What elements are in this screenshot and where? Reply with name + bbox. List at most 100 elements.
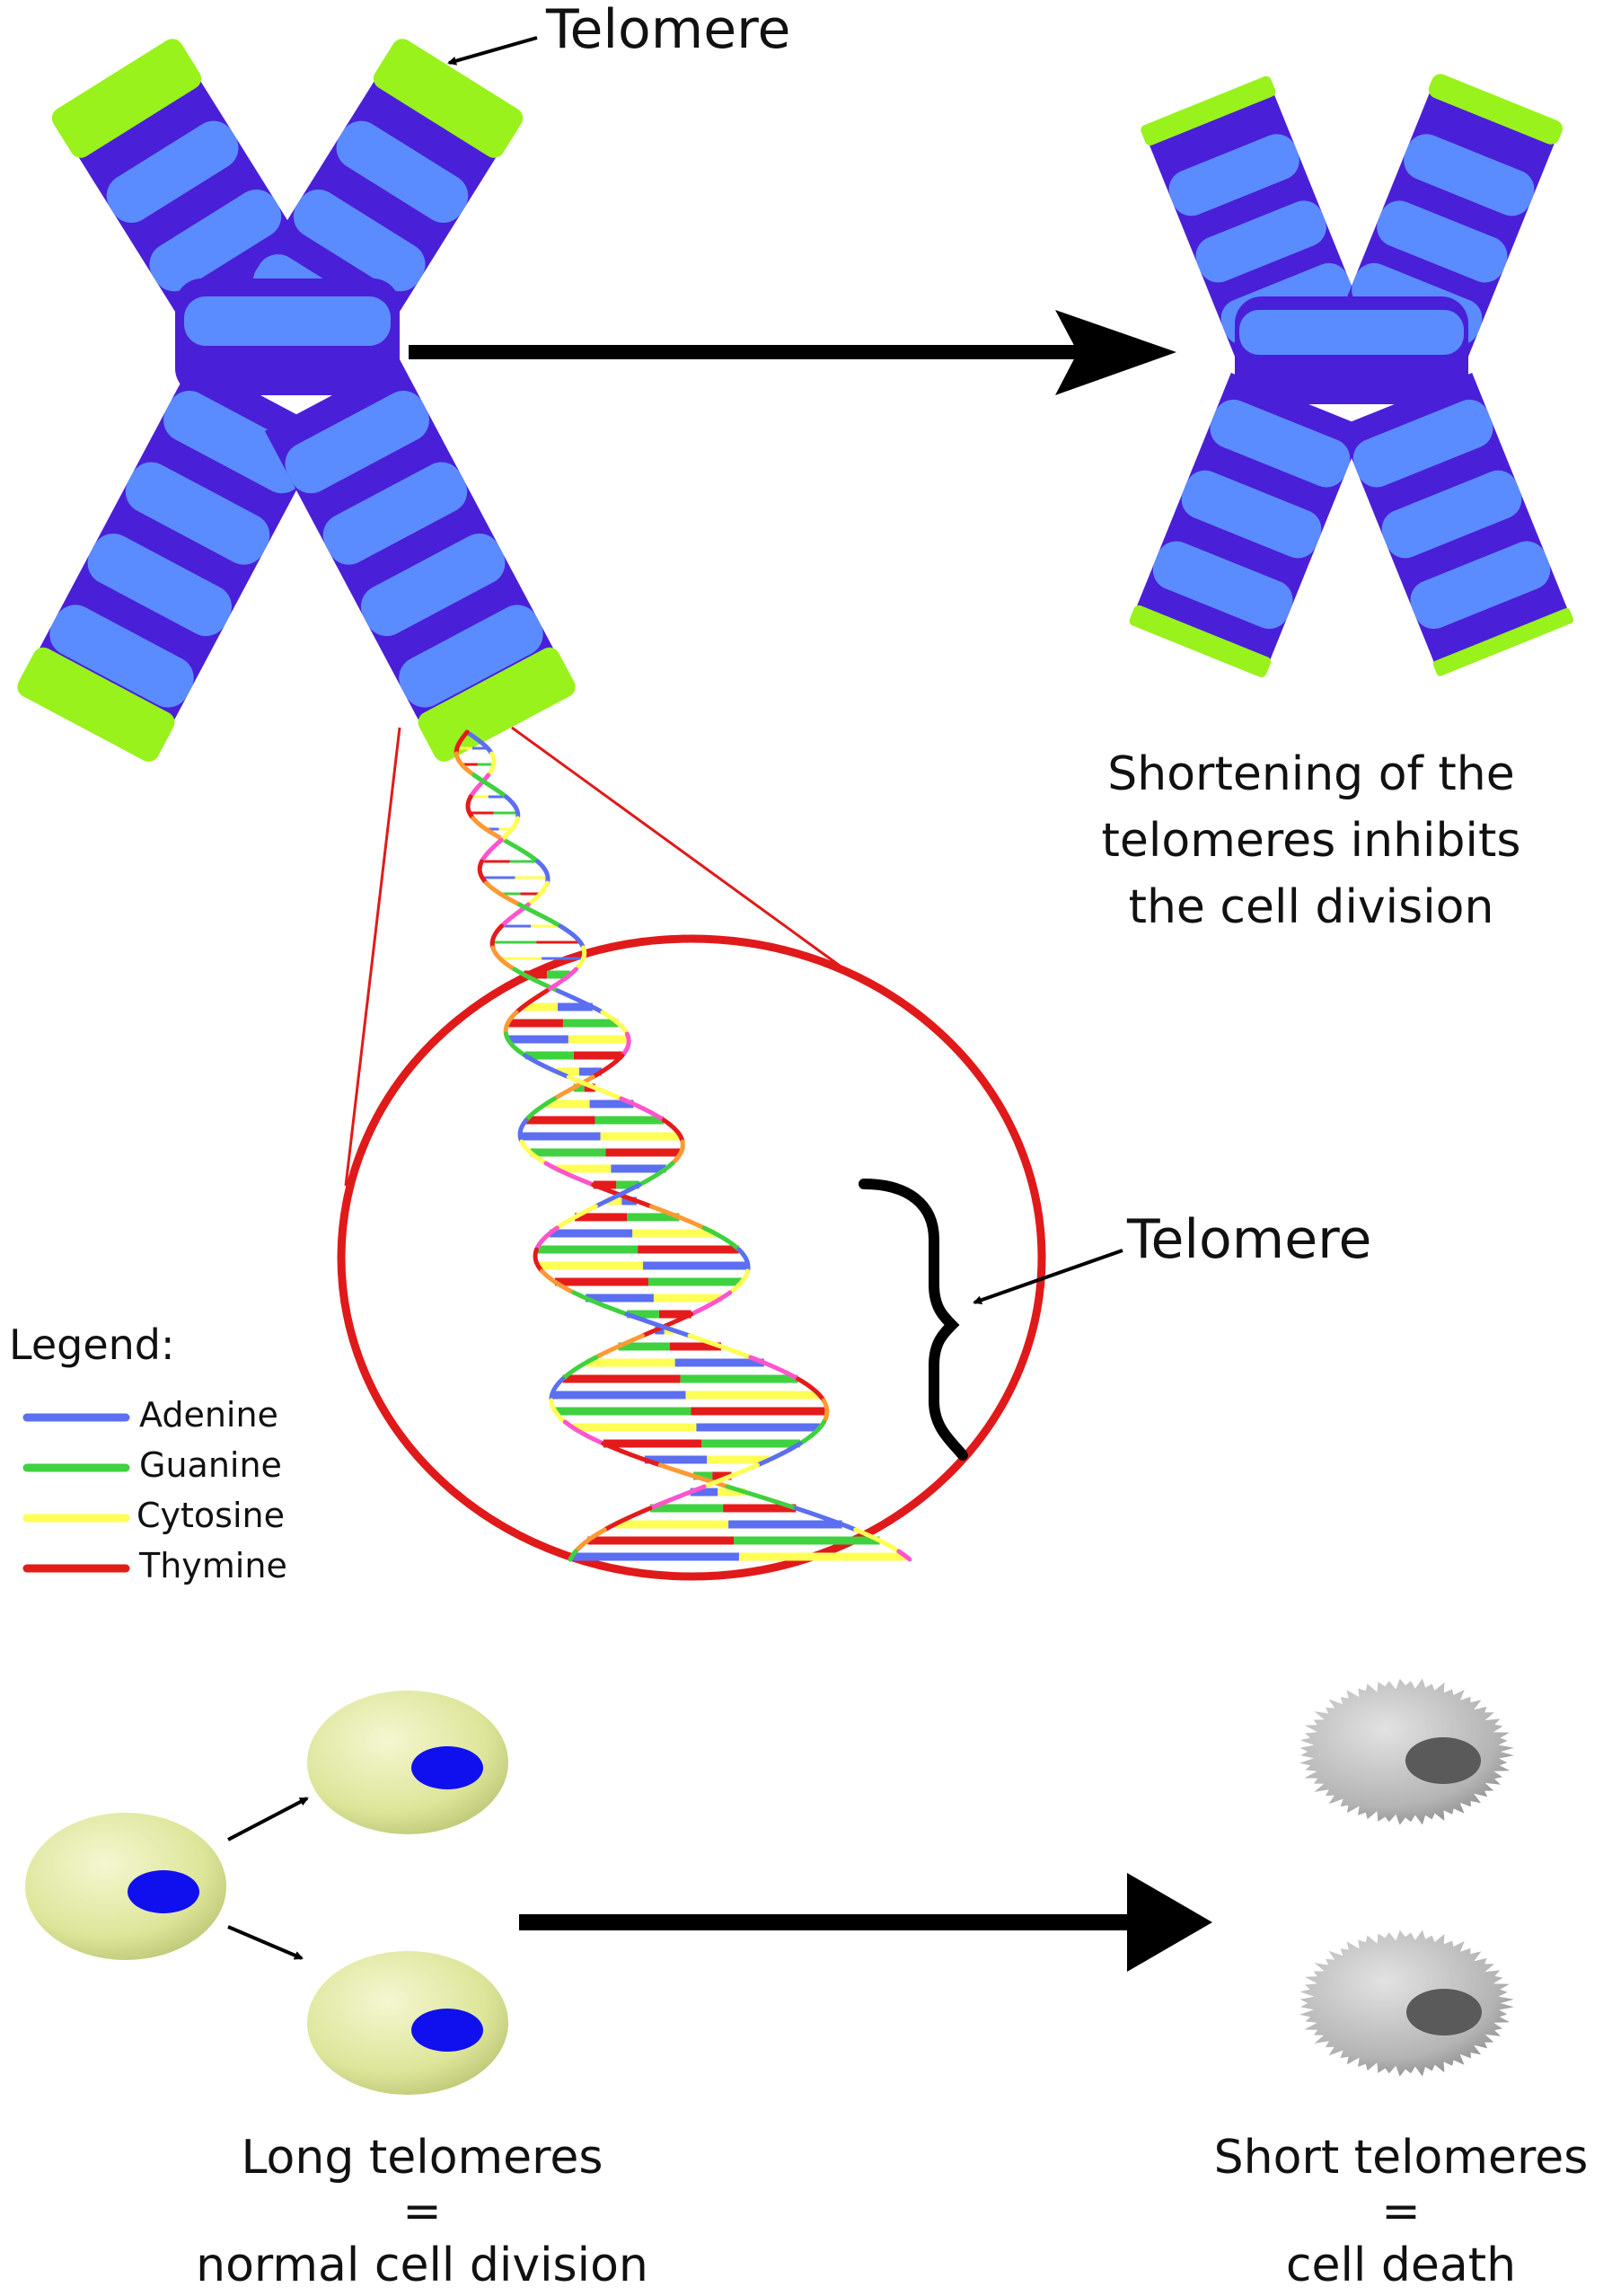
telomere-label-zoom: Telomere [1127, 1208, 1372, 1271]
dna-backbone-segment [637, 1161, 675, 1188]
dna-backbone-segment [573, 945, 587, 972]
dna-backbone-segment [560, 1355, 599, 1382]
telomere-cap [1141, 75, 1276, 146]
dna-backbone-segment [853, 1527, 902, 1554]
dna-backbone-segment [490, 945, 517, 972]
division-arrow-up [227, 1797, 309, 1841]
dna-backbone-segment [748, 1355, 801, 1382]
dna-backbone-segment [517, 1117, 529, 1144]
dna-backbone-segment [793, 1506, 859, 1532]
nucleus [411, 2009, 483, 2052]
dna-backbone-segment [503, 1031, 528, 1058]
caption-line: cell death [1285, 2239, 1517, 2292]
dna-backbone-segment [533, 1247, 544, 1274]
dna-backbone-segment [503, 1010, 519, 1037]
telomere-label-top: Telomere [546, 0, 791, 61]
legend-item-guanine: Guanine [139, 1445, 282, 1485]
caption-line: Short telomeres [1213, 2131, 1589, 2185]
short-telomeres-caption: Short telomeres = cell death [1141, 2131, 1612, 2292]
chromosome-short-telomeres [1129, 74, 1574, 677]
dna-backbone-segment [554, 1204, 598, 1231]
dna-backbone-segment [568, 1549, 578, 1562]
dna-backbone-segment [525, 880, 550, 907]
telomere-cap [373, 39, 524, 158]
arrow-to-death [519, 1873, 1212, 1972]
chromatid-lower-right [264, 359, 576, 762]
telomere-cap [418, 647, 576, 762]
caption-line: the cell division [1128, 880, 1494, 934]
dna-backbone-segment [519, 1139, 549, 1166]
legend-item-thymine: Thymine [139, 1546, 287, 1585]
dna-backbone-segment [701, 1462, 760, 1489]
dna-backbone-segment [533, 1225, 559, 1252]
dna-backbone-segment [465, 794, 476, 821]
dna-backbone-segment [670, 1139, 685, 1166]
dna-backbone-segment [601, 1441, 663, 1468]
dead-nucleus [1405, 1737, 1481, 1784]
telomere-cap [1428, 74, 1563, 145]
nucleus [411, 1746, 483, 1789]
dna-backbone-segment [479, 837, 504, 864]
telomere-pointer-arrow [447, 36, 538, 66]
dna-backbone-segment [471, 816, 507, 843]
dna-backbone-segment [620, 1031, 631, 1058]
dna-backbone-segment [555, 988, 605, 1015]
long-telomeres-caption: Long telomeres = normal cell division [153, 2131, 691, 2292]
dna-backbone-segment [590, 1053, 625, 1080]
dna-backbone-segment [549, 1398, 568, 1425]
dead-cells [1299, 1678, 1514, 2077]
dna-backbone-segment [687, 1333, 753, 1360]
zoom-lines [344, 726, 841, 1187]
dna-backbone-segment [543, 1161, 596, 1188]
dna-backbone-segment [477, 859, 489, 886]
dna-backbone-segment [661, 1117, 685, 1144]
chromatid-lower-right [1338, 373, 1574, 676]
division-arrow-down [227, 1925, 304, 1960]
chromatid-lower-left [1129, 373, 1365, 677]
dna-backbone-segment [454, 729, 470, 756]
cell-parent [25, 1813, 226, 1960]
cell-daughter-top [307, 1691, 508, 1834]
dna-backbone-segment [725, 1484, 798, 1511]
caption-line: Shortening of the [1107, 747, 1515, 801]
dna-backbone-segment [594, 1333, 645, 1360]
caption-line: telomeres inhibits [1101, 814, 1521, 868]
legend [22, 1413, 130, 1573]
dna-backbone-segment [754, 1441, 803, 1468]
dna-backbone-segment [464, 729, 495, 756]
dna-backbone-segment [573, 1527, 607, 1554]
dead-cell-bottom [1299, 1930, 1514, 2077]
telomere-zoom-pointer-arrow [973, 1249, 1123, 1305]
dna-backbone-segment [501, 837, 541, 864]
dna-backbone-segment [514, 988, 550, 1015]
dna-backbone-segment [539, 1268, 577, 1295]
dna-backbone-segment [624, 1311, 692, 1338]
dna-double-helix [454, 729, 912, 1562]
dna-backbone-segment [639, 1311, 694, 1338]
shortening-caption: Shortening of the telomeres inhibits the… [1100, 741, 1522, 940]
dna-backbone-segment [701, 1225, 742, 1252]
dna-backbone-segment [896, 1549, 912, 1562]
dna-backbone-segment [524, 1096, 557, 1123]
caption-line: Long telomeres [241, 2131, 603, 2185]
dna-backbone-segment [523, 1053, 571, 1080]
dna-backbone-segment [571, 1290, 630, 1317]
dna-backbone-segment [602, 1506, 653, 1532]
telomere-cap [51, 39, 202, 158]
chromosome-long-telomeres [17, 39, 576, 762]
dna-backbone-segment [797, 1419, 827, 1446]
dna-backbone-segment [471, 773, 508, 799]
caption-line: = [1381, 2185, 1421, 2239]
dna-backbone-segment [689, 1290, 733, 1317]
nucleus [128, 1870, 199, 1913]
chromatid-lower-left [17, 359, 329, 762]
dna-backbone-segment [516, 902, 563, 929]
dna-backbone-segment [796, 1376, 826, 1403]
cell-daughter-bottom [307, 1951, 508, 2095]
dna-backbone-segment [551, 1074, 595, 1101]
dna-backbone-segment [549, 1376, 566, 1403]
dna-backbone-segment [544, 967, 578, 993]
dna-backbone-segment [535, 859, 551, 886]
dna-backbone-segment [489, 923, 505, 950]
